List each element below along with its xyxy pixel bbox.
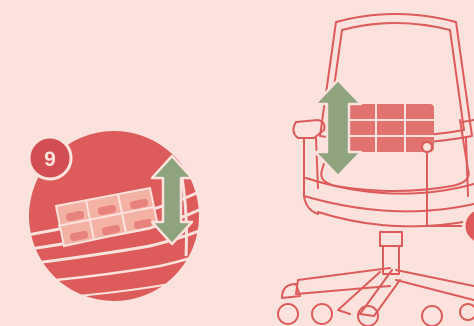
detail-number-badge: 9 — [29, 137, 71, 179]
callout-leader-line — [422, 142, 462, 226]
detail-number-label: 9 — [44, 148, 56, 171]
chair-seat — [304, 178, 474, 226]
chair-lumbar-pad — [348, 104, 434, 152]
chair-base — [296, 268, 474, 316]
chair-gas-lift — [380, 232, 402, 274]
callout-circle — [464, 208, 474, 244]
office-chair-drawing — [278, 14, 474, 326]
